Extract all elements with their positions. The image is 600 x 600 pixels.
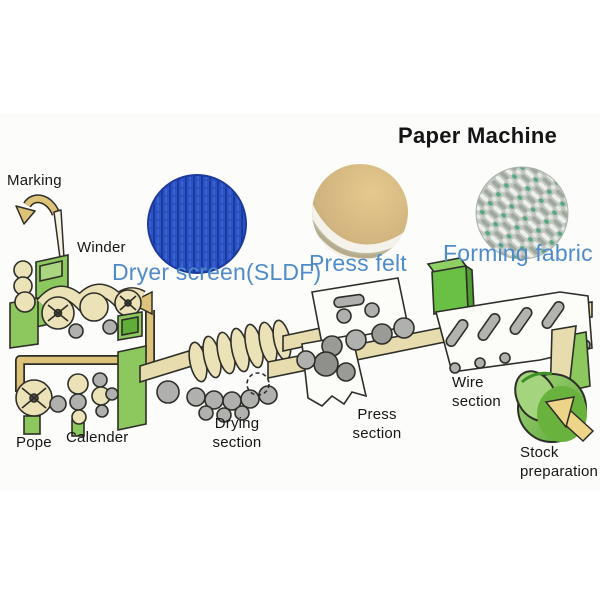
stock-flow-arrow: [544, 396, 595, 443]
drying-cylinders: [186, 319, 331, 423]
pope-calender-illustration: [15, 344, 206, 437]
marking-label: Marking: [7, 172, 62, 189]
press-felt-swatch: [312, 164, 408, 260]
stock-drum: [514, 370, 595, 443]
forming-fabric-label: Forming fabric: [443, 240, 593, 266]
drying-section-label: Drying section: [212, 415, 262, 451]
wire-table: [434, 291, 593, 401]
pope-label: Pope: [16, 434, 52, 451]
wire-section-label: Wire section: [452, 374, 501, 410]
winder-illustration: [9, 254, 146, 349]
calender-label: Calender: [66, 429, 129, 446]
press-section-label: Press section: [352, 406, 402, 442]
dryer-screen-label: Dryer screen(SLDF): [112, 259, 322, 285]
winder-label: Winder: [77, 239, 126, 256]
forming-fabric-swatch: [475, 166, 569, 260]
press-felt-label: Press felt: [309, 250, 407, 276]
dryer-screen-swatch: [147, 174, 247, 274]
stock-preparation-label: Stock preparation: [520, 444, 599, 480]
page-title: Paper Machine: [398, 123, 558, 148]
press-frames: [296, 257, 475, 407]
marking-arrow: [15, 194, 65, 259]
